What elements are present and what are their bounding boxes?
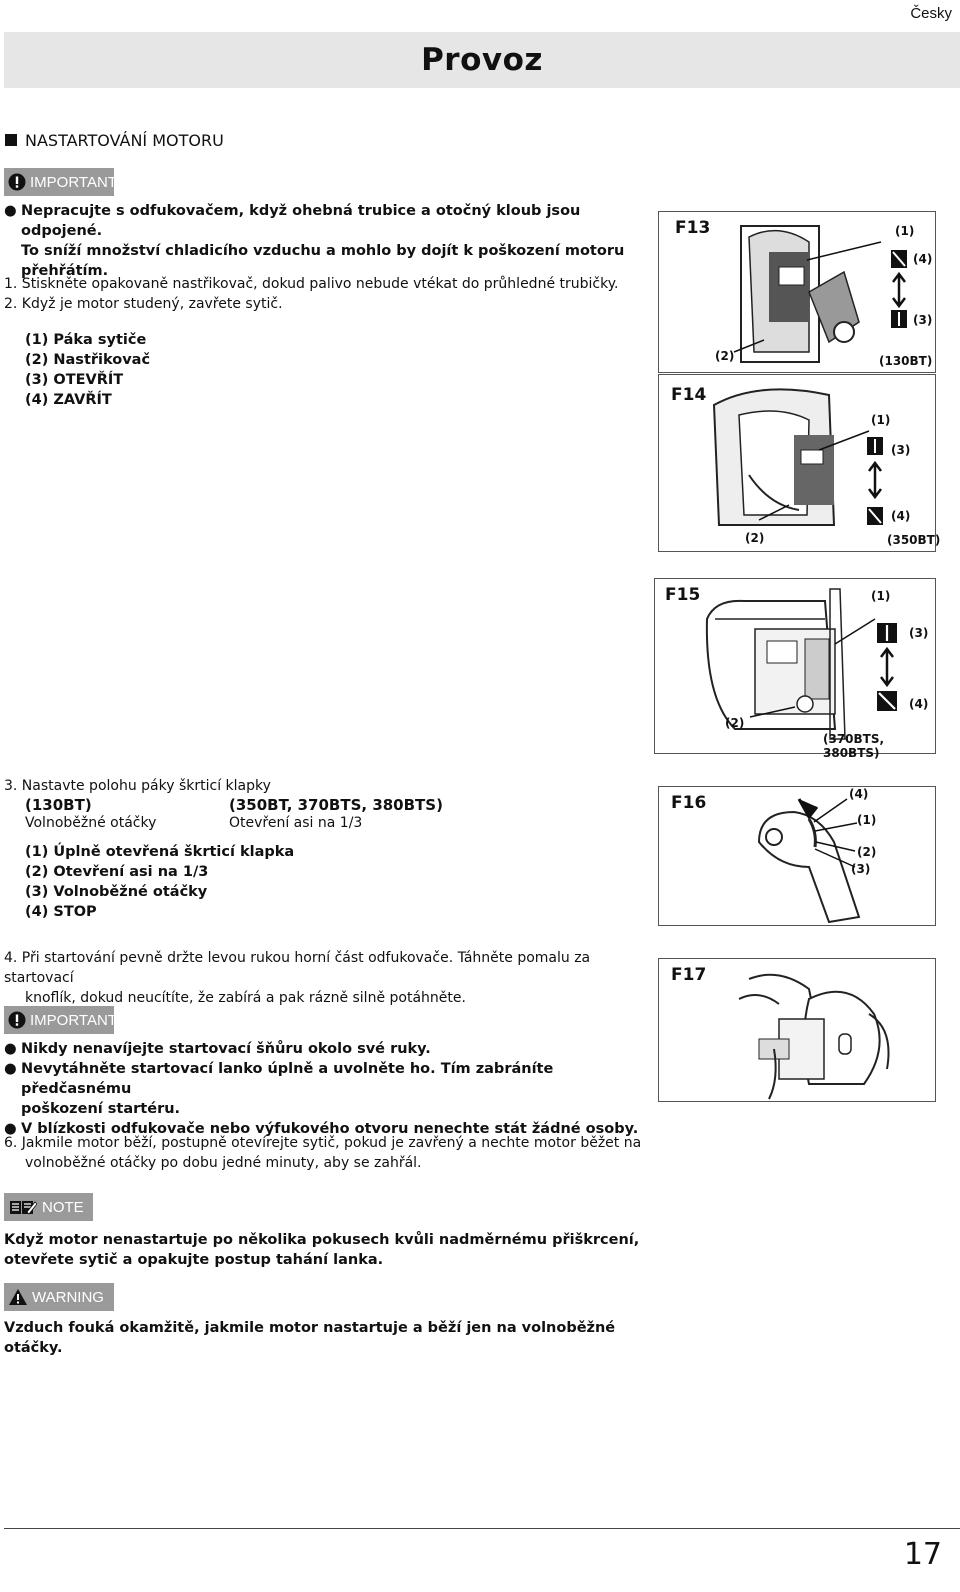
model-350bt-value: Otevření asi na 1/3 — [229, 815, 363, 831]
callout-2: (2) — [857, 845, 877, 859]
engine-choke-illustration — [705, 588, 897, 740]
important-line: přehřátím. — [21, 263, 109, 279]
step-3: 3. Nastavte polohu páky škrticí klapky — [4, 778, 271, 794]
page-number: 17 — [903, 1537, 942, 1572]
callout-1: (1) — [895, 224, 915, 238]
engine-choke-illustration — [712, 388, 883, 526]
step-1: 1. Stiskněte opakovaně nastřikovač, doku… — [4, 276, 619, 292]
figure-label: F16 — [671, 793, 707, 813]
callout-4: (4) — [913, 252, 933, 266]
legend-item: (2) Nastřikovač — [25, 352, 151, 368]
model-350bt-head: (350BT, 370BTS, 380BTS) — [229, 796, 443, 814]
legend-item: (1) Páka sytiče — [25, 332, 147, 348]
callout-1: (1) — [857, 813, 877, 827]
warning-triangle-icon — [8, 1287, 28, 1307]
model-label: (130BT) — [879, 354, 933, 368]
section-title: NASTARTOVÁNÍ MOTORU — [25, 131, 224, 150]
step-6-line: volnoběžné otáčky po dobu jedné minuty, … — [25, 1155, 422, 1171]
legend-item: (1) Úplně otevřená škrticí klapka — [25, 844, 295, 860]
callout-3: (3) — [913, 313, 933, 327]
bullet-text: V blízkosti odfukovače nebo výfukového o… — [21, 1121, 639, 1137]
throttle-legend: (1) Úplně otevřená škrticí klapka (2) Ot… — [25, 842, 294, 922]
important-tag: IMPORTANT — [4, 168, 117, 196]
legend-item: (4) ZAVŘÍT — [25, 392, 112, 408]
figure-f14: F14 (1) (3) (4) (2) (350BT) — [658, 374, 940, 552]
bullet-text: Nevytáhněte startovací lanko úplně a uvo… — [21, 1061, 554, 1097]
legend-item: (3) Volnoběžné otáčky — [25, 884, 208, 900]
section-square-icon — [5, 134, 17, 146]
important-text: ●Nepracujte s odfukovačem, když ohebná t… — [4, 201, 644, 281]
step-4-line: knoflík, dokud neucítíte, že zabírá a pa… — [25, 990, 466, 1006]
model-130bt-value: Volnoběžné otáčky — [25, 815, 157, 831]
step-6: 6. Jakmile motor běží, postupně otevírej… — [4, 1133, 644, 1173]
page-title: Provoz — [421, 42, 543, 78]
starting-blower-illustration — [738, 973, 890, 1100]
callout-1: (1) — [871, 413, 891, 427]
warning-text: Vzduch fouká okamžitě, jakmile motor nas… — [4, 1320, 616, 1356]
callout-4: (4) — [849, 787, 869, 801]
callout-1: (1) — [871, 589, 891, 603]
choke-legend: (1) Páka sytiče (2) Nastřikovač (3) OTEV… — [25, 330, 150, 410]
callout-4: (4) — [909, 697, 929, 711]
callout-2: (2) — [725, 716, 745, 730]
warning-tag: WARNING — [4, 1283, 114, 1311]
callout-3: (3) — [909, 626, 929, 640]
model-130bt-head: (130BT) — [25, 796, 92, 814]
callout-3: (3) — [851, 862, 871, 876]
warning-label: WARNING — [32, 1288, 104, 1306]
important-line: To sníží množství chladicího vzduchu a m… — [21, 243, 625, 259]
figure-f15: F15 (1) (3) (4) (2) (370BTS, 380BTS) — [654, 578, 936, 760]
callout-2: (2) — [745, 531, 765, 545]
language-label: Česky — [910, 5, 952, 22]
note-tag: NOTE — [4, 1193, 93, 1221]
exclamation-circle-icon — [8, 172, 26, 192]
important-label: IMPORTANT — [30, 1011, 117, 1029]
legend-item: (4) STOP — [25, 904, 97, 920]
engine-choke-illustration — [733, 225, 907, 363]
figure-f16: F16 (4) (1) (2) (3) — [658, 786, 936, 926]
step-2: 2. Když je motor studený, zavřete sytič. — [4, 296, 283, 312]
book-pencil-icon — [8, 1197, 38, 1217]
bullet-text: poškození startéru. — [21, 1101, 181, 1117]
exclamation-circle-icon — [8, 1010, 26, 1030]
model-label: (350BT) — [887, 533, 941, 547]
throttle-lever-illustration — [757, 798, 861, 924]
figure-f13: F13 (1) (4) (3) (2) (130BT) — [658, 211, 936, 373]
figure-label: F17 — [671, 965, 707, 985]
callout-3: (3) — [891, 443, 911, 457]
note-line: otevřete sytič a opakujte postup tahání … — [4, 1252, 384, 1268]
note-line: Když motor nenastartuje po několika poku… — [4, 1232, 640, 1248]
figure-f17: F17 — [658, 958, 936, 1102]
step-4: 4. Při startování pevně držte levou ruko… — [4, 948, 644, 1008]
note-text: Když motor nenastartuje po několika poku… — [4, 1230, 644, 1270]
model-label: (370BTS, 380BTS) — [823, 732, 885, 760]
steps-1-2: 1. Stiskněte opakovaně nastřikovač, doku… — [4, 274, 644, 314]
title-bar: Provoz — [4, 32, 960, 88]
legend-item: (2) Otevření asi na 1/3 — [25, 864, 209, 880]
figure-label: F14 — [671, 385, 707, 405]
note-label: NOTE — [42, 1198, 84, 1216]
important-label: IMPORTANT — [30, 173, 117, 191]
step-6-line: 6. Jakmile motor běží, postupně otevírej… — [4, 1135, 642, 1151]
figure-label: F13 — [675, 218, 711, 238]
callout-2: (2) — [715, 349, 735, 363]
important-tag: IMPORTANT — [4, 1006, 117, 1034]
bullet-text: Nikdy nenavíjejte startovací šňůru okolo… — [21, 1041, 431, 1057]
callout-4: (4) — [891, 509, 911, 523]
legend-item: (3) OTEVŘÍT — [25, 372, 124, 388]
important-bullets: ●Nikdy nenavíjejte startovací šňůru okol… — [4, 1039, 644, 1139]
step-4-line: 4. Při startování pevně držte levou ruko… — [4, 950, 591, 986]
footer-divider — [4, 1528, 960, 1529]
important-line: Nepracujte s odfukovačem, když ohebná tr… — [21, 203, 581, 239]
figure-label: F15 — [665, 585, 701, 605]
